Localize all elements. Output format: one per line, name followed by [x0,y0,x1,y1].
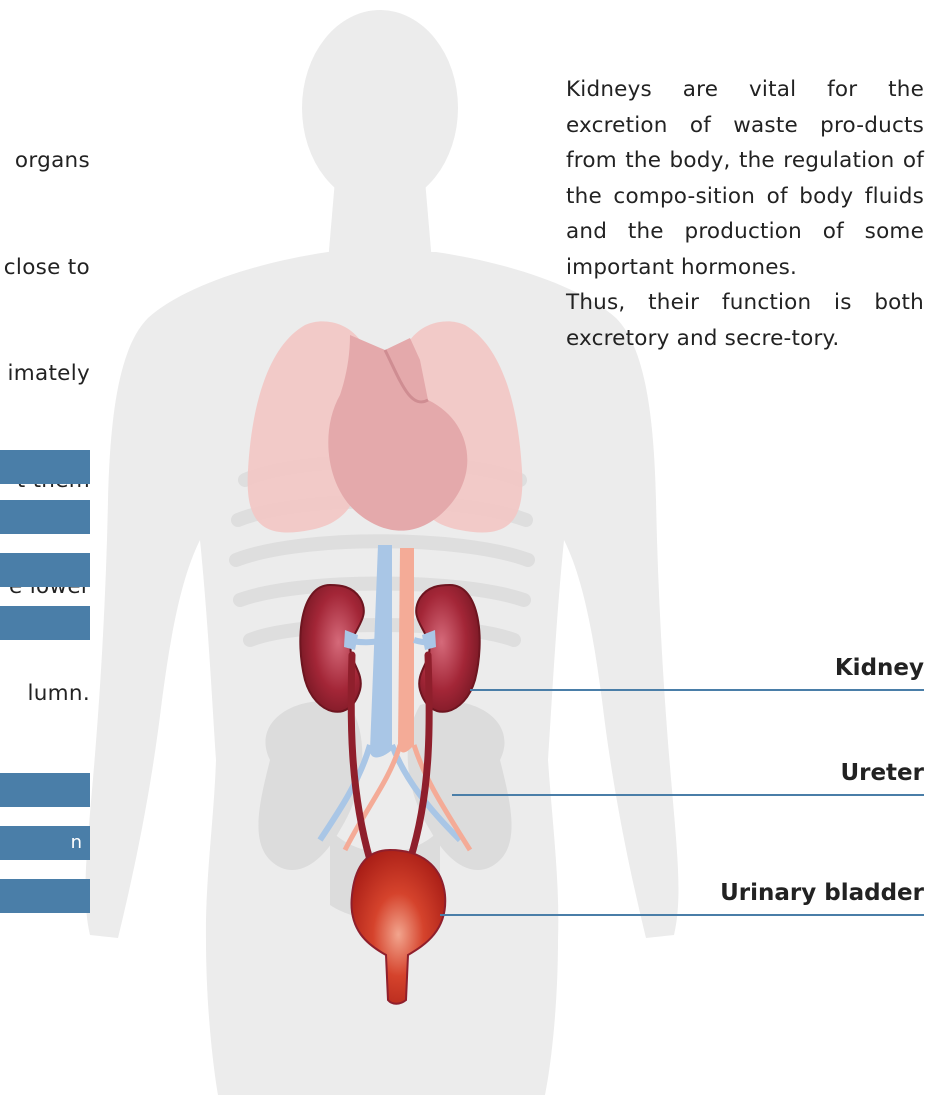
side-tab[interactable] [0,879,90,913]
description-paragraph: Kidneys are vital for the excretion of w… [566,72,924,285]
urinary-bladder-label: Urinary bladder [720,880,924,906]
side-tab[interactable]: n [0,826,90,860]
side-tab[interactable] [0,450,90,484]
kidney-function-description: Kidneys are vital for the excretion of w… [566,72,924,356]
intro-line: organs [0,143,90,179]
ureter-label: Ureter [840,760,924,786]
intro-line: imately [0,356,90,392]
intro-line: close to [0,250,90,286]
kidney-label: Kidney [835,655,924,681]
side-tab[interactable] [0,553,90,587]
side-tab[interactable] [0,606,90,640]
intro-text-cropped: organs close to imately t them e lower l… [0,72,90,747]
intro-line: lumn. [0,676,90,712]
side-tab[interactable] [0,773,90,807]
neck-shape [328,180,432,262]
side-tab[interactable] [0,500,90,534]
head-shape [302,10,458,206]
description-paragraph: Thus, their function is both excretory a… [566,285,924,356]
